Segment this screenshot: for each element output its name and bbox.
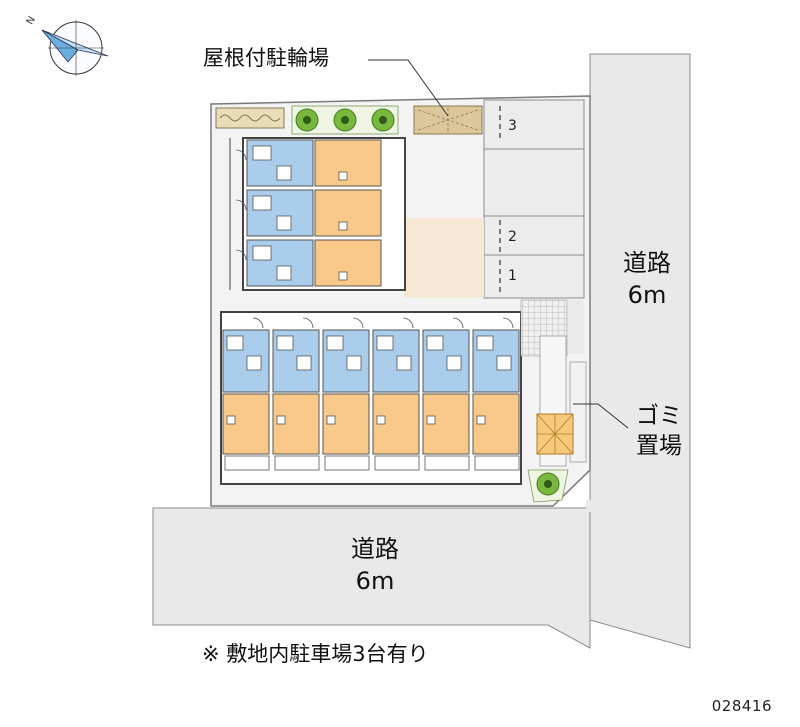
unit-lower — [272, 317, 320, 471]
window-mark — [338, 271, 348, 281]
toilet-fixture — [446, 355, 462, 371]
door-swing — [252, 317, 264, 329]
toilet-fixture — [396, 355, 412, 371]
bath-fixture — [252, 195, 272, 211]
road-south-label: 道路 6m — [338, 533, 412, 598]
road-south-width: 6m — [355, 567, 395, 596]
door-swing — [235, 199, 247, 211]
garbage-area-label: ゴミ 置場 — [636, 402, 682, 462]
unit-lower — [422, 317, 470, 471]
bicycle-parking-label: 屋根付駐輪場 — [203, 46, 329, 70]
window-mark — [476, 415, 486, 425]
garbage-leader-line — [573, 403, 629, 429]
door-swing — [452, 317, 464, 329]
window-mark — [376, 415, 386, 425]
parking-space-number: 1 — [508, 268, 517, 284]
toilet-fixture — [346, 355, 362, 371]
window-mark — [338, 171, 348, 181]
bicycle-leader-line — [368, 59, 449, 117]
unit-lower — [322, 317, 370, 471]
road-east-width: 6m — [627, 281, 667, 310]
unit-lower — [222, 317, 270, 471]
bath-fixture — [252, 145, 272, 161]
bath-fixture — [276, 335, 294, 351]
reference-number: 028416 — [711, 697, 772, 715]
road-south — [152, 507, 591, 649]
room-floor — [314, 189, 382, 237]
room-floor — [314, 139, 382, 187]
garbage-label-line1: ゴミ — [636, 403, 682, 429]
window-mark — [276, 415, 286, 425]
room-floor — [314, 239, 382, 287]
balcony — [324, 455, 370, 471]
balcony — [424, 455, 470, 471]
road-east-name: 道路 — [623, 249, 671, 277]
building-lower — [220, 311, 522, 485]
garbage-label-line2: 置場 — [636, 432, 682, 459]
balcony — [274, 455, 320, 471]
balcony — [474, 455, 520, 471]
road-south-name: 道路 — [351, 535, 399, 563]
toilet-fixture — [496, 355, 512, 371]
bath-fixture — [426, 335, 444, 351]
window-mark — [426, 415, 436, 425]
road-east-label: 道路 6m — [610, 247, 684, 312]
window-mark — [338, 221, 348, 231]
bath-fixture — [376, 335, 394, 351]
balcony — [374, 455, 420, 471]
unit-upper — [235, 189, 382, 237]
parking-note: ※ 敷地内駐車場3台有り — [202, 642, 429, 666]
unit-lower — [472, 317, 520, 471]
bath-fixture — [226, 335, 244, 351]
door-swing — [302, 317, 314, 329]
toilet-fixture — [296, 355, 312, 371]
door-swing — [352, 317, 364, 329]
parking-space-number: 2 — [508, 229, 517, 245]
door-swing — [235, 149, 247, 161]
parking-space-number: 3 — [508, 118, 517, 134]
toilet-fixture — [276, 165, 292, 181]
bath-fixture — [326, 335, 344, 351]
unit-upper — [235, 239, 382, 287]
parking-area — [483, 99, 585, 299]
balcony — [224, 455, 270, 471]
bath-fixture — [252, 245, 272, 261]
door-swing — [502, 317, 514, 329]
unit-upper — [235, 139, 382, 187]
toilet-fixture — [246, 355, 262, 371]
window-mark — [326, 415, 336, 425]
bath-fixture — [476, 335, 494, 351]
compass-icon — [41, 20, 109, 76]
window-mark — [226, 415, 236, 425]
courtyard — [404, 218, 484, 298]
toilet-fixture — [276, 215, 292, 231]
road-east — [589, 53, 691, 649]
door-swing — [402, 317, 414, 329]
toilet-fixture — [276, 265, 292, 281]
unit-lower — [372, 317, 420, 471]
door-swing — [235, 249, 247, 261]
